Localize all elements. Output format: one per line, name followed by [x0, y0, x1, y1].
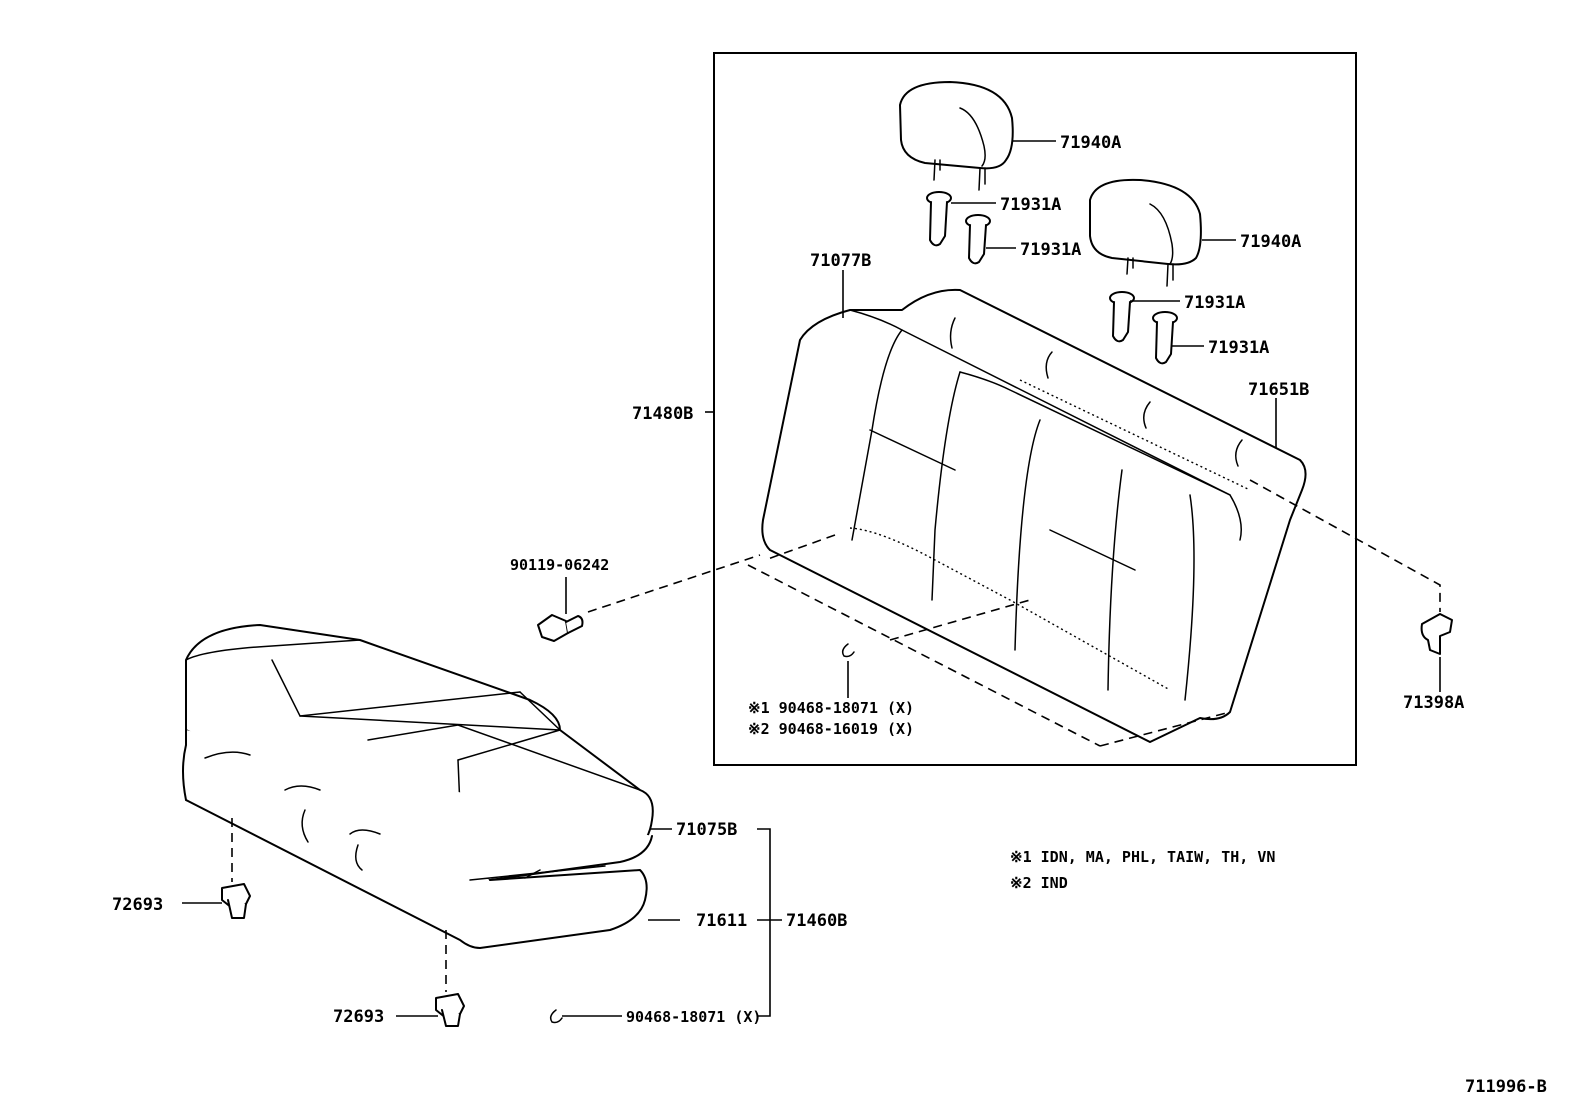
label-support-2: 71931A	[1020, 240, 1081, 260]
label-back-assy: 71480B	[632, 404, 693, 424]
headrest-lower[interactable]	[1089, 178, 1202, 287]
clip-72693-left[interactable]	[221, 883, 251, 919]
label-bolt: 90119-06242	[510, 556, 609, 574]
hook-clip-back[interactable]	[841, 643, 855, 658]
footnote-2: ※2 IND	[1010, 874, 1068, 892]
footnote-1: ※1 IDN, MA, PHL, TAIW, TH, VN	[1010, 848, 1275, 866]
headrest-support-1[interactable]	[926, 191, 952, 247]
bolt[interactable]	[537, 614, 584, 642]
label-support-1: 71931A	[1000, 195, 1061, 215]
label-clip-note-2: ※2 90468-16019 (X)	[748, 720, 914, 738]
label-support-3: 71931A	[1184, 293, 1245, 313]
label-clip-left: 72693	[112, 895, 163, 915]
label-back-frame: 71077B	[810, 251, 871, 271]
diagram-id: 711996-B	[1465, 1077, 1547, 1097]
hook-clip-cushion[interactable]	[549, 1009, 563, 1024]
clip-72693-mid[interactable]	[435, 993, 465, 1027]
headrest-upper[interactable]	[899, 81, 1014, 191]
seatback-group-frame	[713, 52, 1357, 766]
seat-cushion[interactable]	[182, 624, 654, 949]
label-cushion-pad: 71611	[696, 911, 747, 931]
label-cushion-assy: 71460B	[786, 911, 847, 931]
seat-back[interactable]	[761, 288, 1307, 743]
label-headrest-lower: 71940A	[1240, 232, 1301, 252]
headrest-support-4[interactable]	[1152, 311, 1178, 365]
headrest-support-3[interactable]	[1109, 291, 1135, 343]
label-headrest-upper: 71940A	[1060, 133, 1121, 153]
label-clip-note-1: ※1 90468-18071 (X)	[748, 699, 914, 717]
label-back-cover: 71651B	[1248, 380, 1309, 400]
label-support-4: 71931A	[1208, 338, 1269, 358]
label-bracket: 71398A	[1403, 693, 1464, 713]
label-cushion-cover: 71075B	[676, 820, 737, 840]
headrest-support-2[interactable]	[965, 214, 991, 265]
label-clip-cushion: 90468-18071 (X)	[626, 1008, 761, 1026]
back-bracket[interactable]	[1420, 613, 1453, 655]
label-clip-mid: 72693	[333, 1007, 384, 1027]
